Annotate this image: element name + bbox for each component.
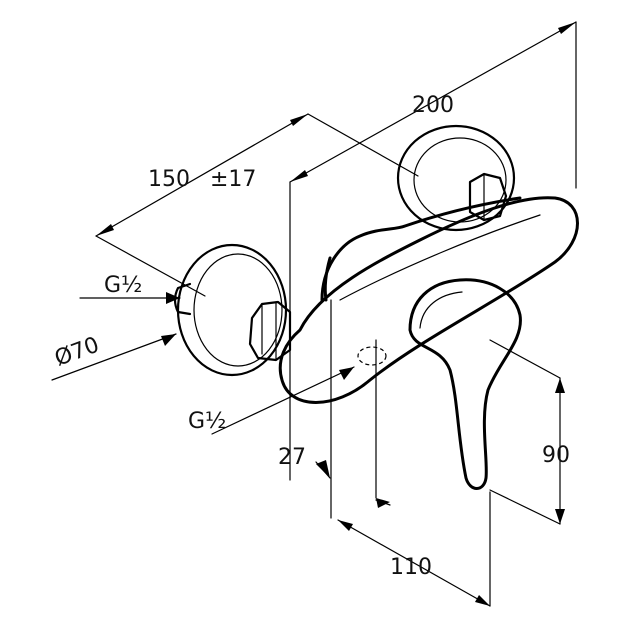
left-hex-nut	[248, 300, 292, 362]
left-escutcheon	[173, 243, 292, 377]
label-200: 200	[412, 93, 454, 118]
d110-line	[337, 519, 491, 607]
dim-150-line	[95, 113, 309, 237]
label-d70: Ø70	[52, 333, 103, 372]
d27-tick-right	[375, 499, 391, 506]
lever-handle	[408, 278, 522, 490]
label-g-bottom: G½	[188, 409, 226, 434]
d27-tick-left	[315, 461, 331, 479]
g-bottom-leader	[211, 366, 355, 435]
left-inlet-stub	[173, 282, 192, 316]
label-90: 90	[542, 443, 570, 468]
d90-arrow-bottom	[555, 509, 565, 524]
mixer-body-outline	[278, 196, 579, 404]
mixer-body-top-ridge	[320, 196, 522, 302]
label-110: 110	[390, 555, 432, 580]
dim-200-arrow-left	[290, 170, 308, 182]
d90-extension-bottom	[489, 489, 561, 525]
label-150: 150	[148, 167, 190, 192]
dim-150-extension-right	[307, 113, 419, 177]
dim-200-arrow-right	[558, 22, 576, 34]
d110-arrow-left	[338, 520, 353, 531]
dimension-labels: 200 150 ±17 G½ Ø70 G½ 27 110 90	[52, 93, 570, 580]
right-escutcheon-disc	[396, 124, 516, 232]
dim-200-line	[289, 21, 577, 183]
g-bottom-arrow	[339, 367, 354, 380]
bottom-outlet-hidden	[357, 346, 387, 366]
label-27: 27	[278, 445, 306, 470]
d70-leader	[51, 333, 177, 381]
left-escutcheon-inner	[193, 253, 283, 367]
dimension-lines	[51, 21, 577, 607]
d110-arrow-right	[475, 595, 490, 606]
mixer-body-front-edge	[323, 256, 332, 302]
label-g-top: G½	[104, 273, 142, 298]
dim-150-arrow-right	[290, 114, 308, 126]
g-top-arrow	[166, 292, 180, 304]
lever-outline	[408, 278, 522, 490]
mixer-body-groove	[339, 214, 541, 301]
d90-extension-top	[489, 339, 561, 379]
mixer-body	[278, 196, 579, 404]
d90-arrow-top	[555, 378, 565, 393]
dim-150-arrow-left	[96, 224, 114, 236]
lever-inner-edge	[419, 291, 463, 329]
right-escutcheon	[396, 124, 516, 232]
d70-arrow	[161, 334, 176, 346]
label-17: ±17	[210, 167, 256, 192]
